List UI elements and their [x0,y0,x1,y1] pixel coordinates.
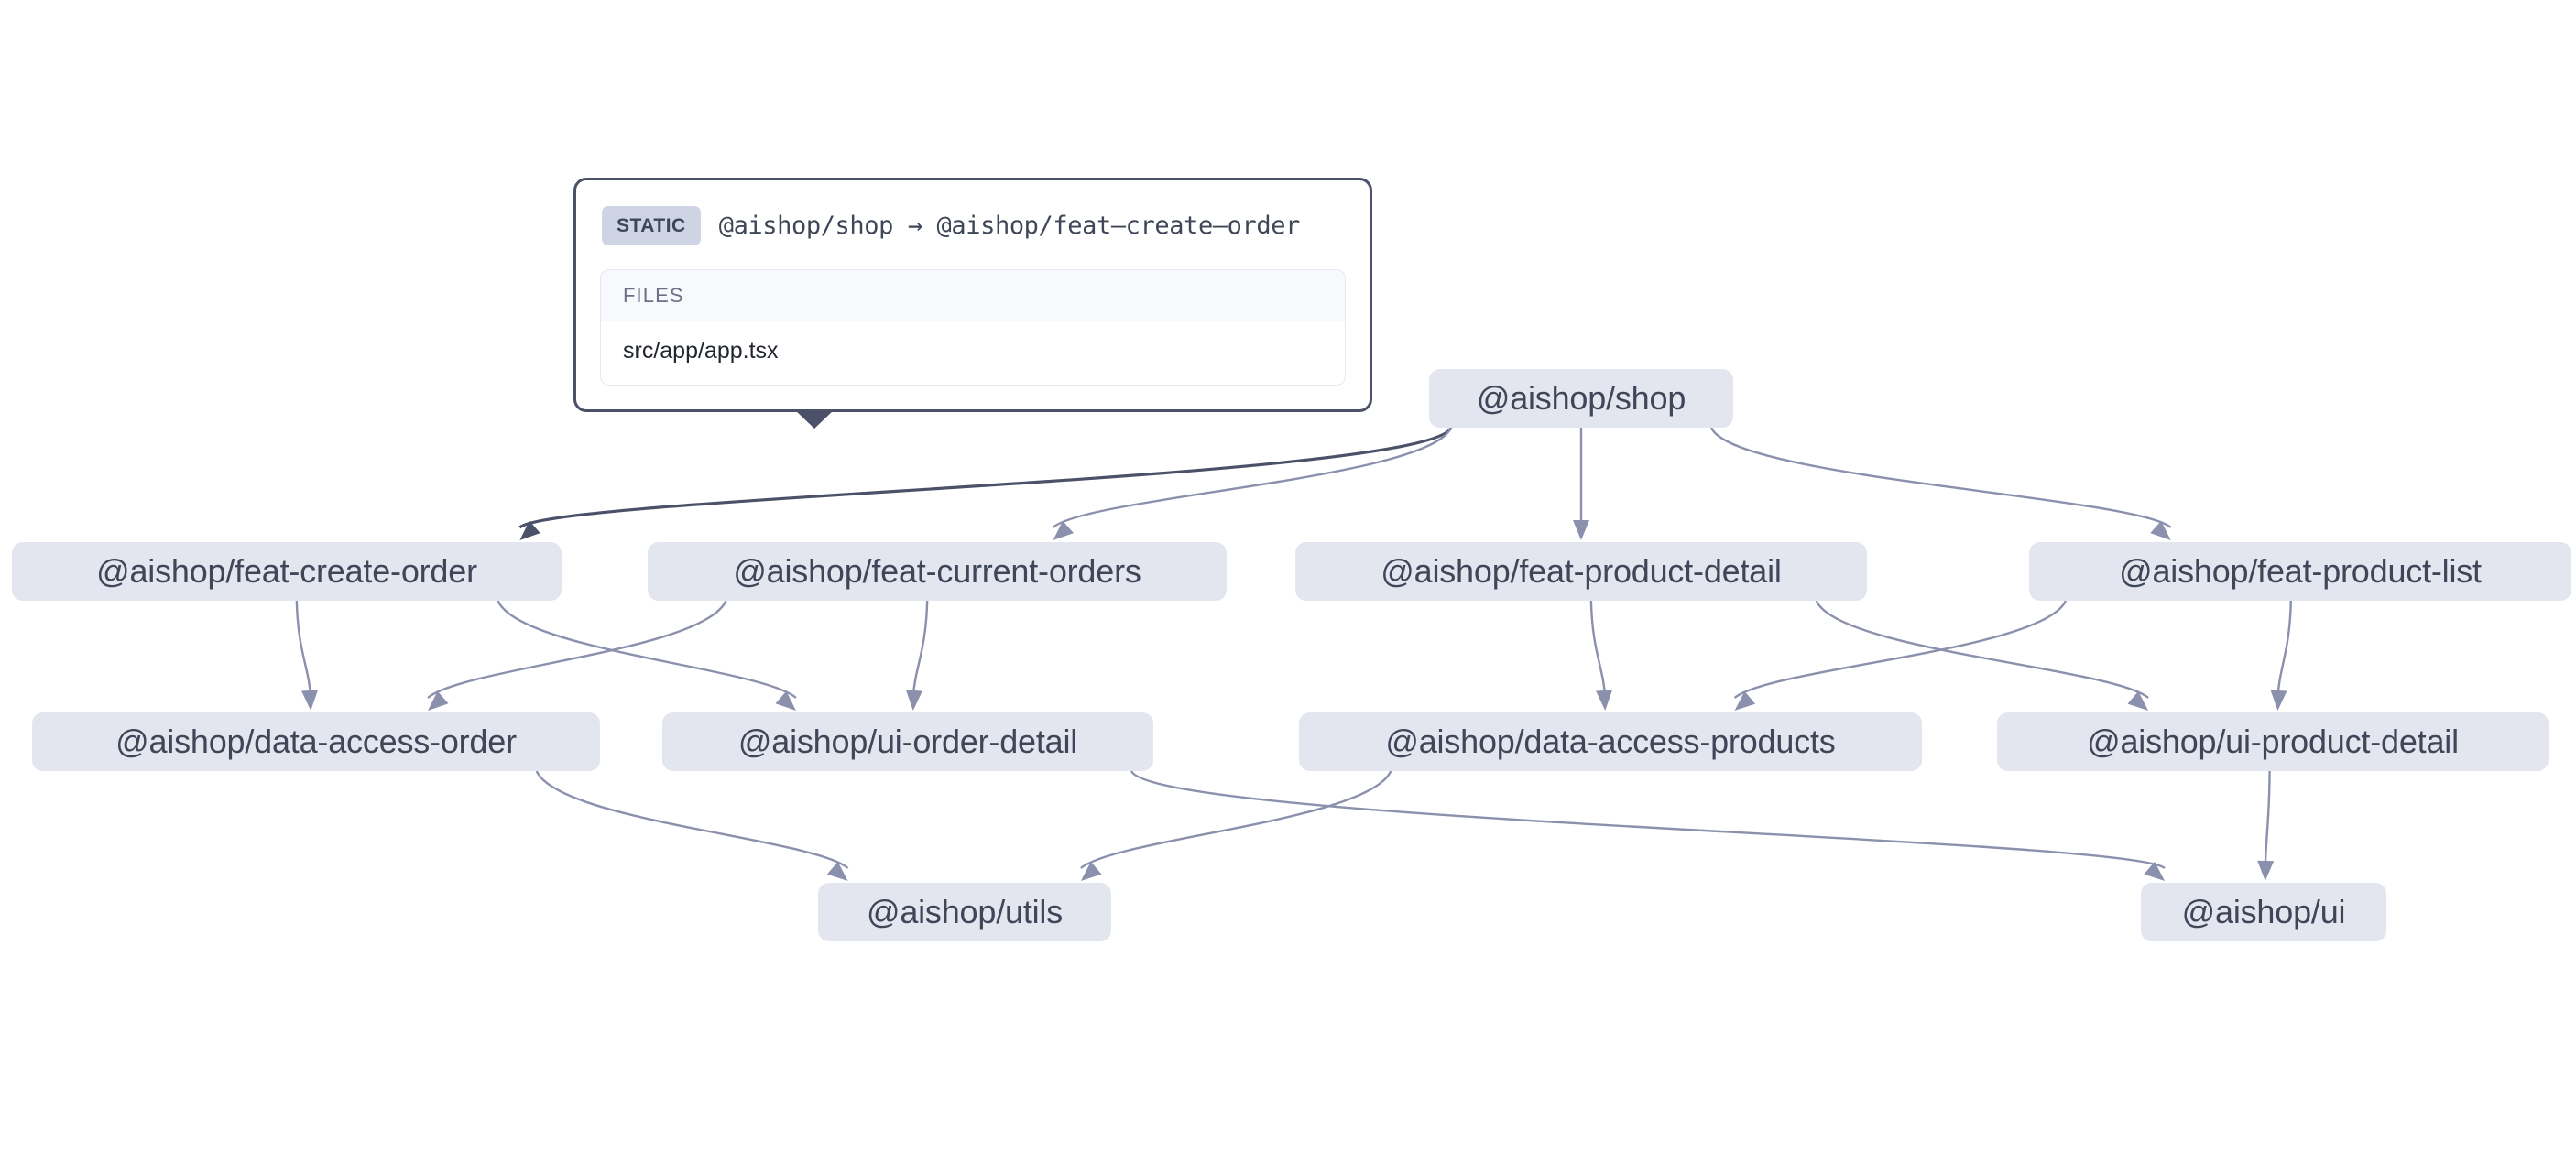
graph-node-feat-product-list[interactable]: @aishop/feat-product-list [2029,542,2571,601]
graph-edge-feat-current-orders-to-data-access-order[interactable] [427,600,727,699]
graph-node-shop[interactable]: @aishop/shop [1429,369,1733,428]
files-panel-header: FILES [601,270,1345,321]
graph-node-feat-product-detail[interactable]: @aishop/feat-product-detail [1295,542,1867,601]
graph-edge-feat-product-list-to-data-access-products[interactable] [1733,600,2068,699]
graph-edge-shop-to-feat-product-list[interactable] [1709,427,2172,528]
graph-node-label: @aishop/shop [1476,379,1686,417]
graph-node-label: @aishop/feat-product-detail [1381,552,1782,590]
dependency-title: @aishop/shop → @aishop/feat–create–order [718,212,1301,240]
graph-edge-feat-create-order-to-data-access-order[interactable] [295,600,312,699]
graph-node-data-access-products[interactable]: @aishop/data-access-products [1299,712,1922,771]
graph-edge-feat-product-list-to-ui-product-detail[interactable] [2276,600,2292,699]
graph-node-utils[interactable]: @aishop/utils [818,883,1111,941]
graph-node-label: @aishop/ui [2181,893,2346,930]
graph-node-feat-current-orders[interactable]: @aishop/feat-current-orders [648,542,1227,601]
graph-edge-arrowhead [2144,861,2165,881]
graph-edge-arrowhead [2270,690,2287,711]
graph-edge-arrowhead [775,690,796,711]
file-list-item[interactable]: src/app/app.tsx [623,338,779,364]
graph-edge-feat-product-detail-to-data-access-products[interactable] [1589,600,1607,699]
graph-edge-arrowhead [301,690,319,711]
graph-edge-arrowhead [1080,861,1102,881]
graph-edge-arrowhead [428,690,449,711]
graph-node-label: @aishop/feat-current-orders [733,552,1141,590]
graph-node-label: @aishop/utils [866,893,1064,930]
tooltip-pointer-arrow [794,409,835,429]
graph-node-ui-order-detail[interactable]: @aishop/ui-order-detail [662,712,1153,771]
graph-edge-shop-to-feat-current-orders[interactable] [1052,427,1453,528]
graph-node-label: @aishop/feat-create-order [96,552,477,590]
graph-edge-feat-create-order-to-ui-order-detail[interactable] [497,600,797,699]
graph-edge-ui-order-detail-to-ui[interactable] [1130,770,2166,869]
graph-node-label: @aishop/ui-product-detail [2087,723,2459,760]
graph-edge-arrowhead [1596,690,1613,711]
graph-edge-data-access-products-to-utils[interactable] [1080,770,1392,869]
files-panel: FILES src/app/app.tsx [600,269,1346,386]
graph-node-label: @aishop/data-access-products [1385,723,1836,760]
graph-edge-arrowhead [826,861,848,881]
graph-node-label: @aishop/feat-product-list [2119,552,2482,590]
graph-edge-arrowhead [905,690,922,711]
graph-edge-feat-product-detail-to-ui-product-detail[interactable] [1815,600,2149,699]
graph-edge-arrowhead [1053,520,1074,540]
tooltip-header: STATIC @aishop/shop → @aishop/feat–creat… [600,202,1346,251]
graph-edge-arrowhead [2127,690,2149,711]
graph-edge-arrowhead [2257,860,2275,881]
graph-edge-ui-product-detail-to-ui[interactable] [2264,770,2271,869]
edge-detail-tooltip[interactable]: STATIC @aishop/shop → @aishop/feat–creat… [573,178,1372,429]
graph-edge-shop-to-feat-create-order[interactable] [518,427,1453,529]
graph-edge-feat-current-orders-to-ui-order-detail[interactable] [911,600,929,699]
graph-edge-arrowhead [1573,520,1589,540]
graph-node-feat-create-order[interactable]: @aishop/feat-create-order [12,542,562,601]
graph-node-label: @aishop/ui-order-detail [737,723,1078,760]
graph-node-label: @aishop/data-access-order [115,723,517,760]
dependency-type-badge: STATIC [602,206,701,245]
graph-edge-arrowhead [2150,520,2171,540]
graph-edge-arrowhead [519,520,540,540]
graph-node-ui[interactable]: @aishop/ui [2141,883,2386,941]
graph-edge-data-access-order-to-utils[interactable] [535,770,849,869]
graph-edge-arrowhead [1734,690,1756,711]
graph-node-data-access-order[interactable]: @aishop/data-access-order [32,712,600,771]
graph-node-ui-product-detail[interactable]: @aishop/ui-product-detail [1997,712,2549,771]
